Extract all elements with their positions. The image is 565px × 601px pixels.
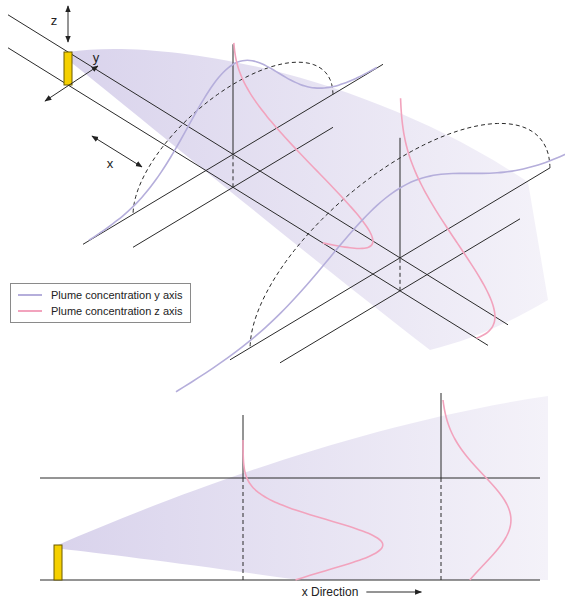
x-axis-line	[8, 48, 488, 346]
z-axis-line	[441, 393, 442, 478]
stack-symbol	[64, 52, 72, 85]
axis-label: x	[107, 157, 114, 170]
direction-arrow	[68, 6, 69, 42]
plume-shading	[58, 396, 548, 580]
plume-outline	[250, 123, 550, 347]
y-axis-line	[230, 168, 550, 360]
axis-arrows	[45, 6, 421, 592]
direction-arrow	[45, 66, 98, 101]
y-concentration-curve	[89, 60, 377, 240]
legend-entry: Plume concentration y axis	[17, 287, 182, 303]
axis-lines	[8, 15, 550, 580]
z-axis-line	[233, 154, 234, 187]
direction-arrow	[92, 136, 142, 167]
x-axis-line	[8, 15, 508, 325]
z-concentration-curve	[243, 440, 383, 580]
z-concentration-curve	[401, 98, 495, 338]
axis-caption: x Direction	[302, 586, 359, 598]
y-concentration-curve	[176, 123, 565, 392]
z-concentration-curve	[443, 400, 511, 580]
z-axis-line	[233, 44, 234, 154]
legend-text: Plume concentration z axis	[51, 305, 182, 317]
z-axis-line	[441, 478, 442, 580]
legend-line-sample	[18, 294, 42, 296]
axis-label: y	[93, 51, 100, 64]
axis-label: z	[51, 14, 58, 27]
plume-centre-line	[40, 478, 540, 479]
direction-arrow	[366, 592, 421, 593]
z-axis-line	[400, 258, 401, 291]
z-axis-line	[400, 138, 401, 258]
legend-line-sample	[17, 307, 43, 315]
legend-line-sample	[18, 310, 42, 312]
stack-symbol	[54, 545, 62, 580]
z-concentration-curve	[234, 43, 373, 249]
legend: Plume concentration y axisPlume concentr…	[10, 283, 191, 323]
legend-text: Plume concentration y axis	[51, 289, 182, 301]
legend-line-sample	[17, 291, 43, 299]
ground-line	[40, 580, 540, 581]
z-axis-line	[243, 478, 244, 580]
legend-entry: Plume concentration z axis	[17, 303, 182, 319]
